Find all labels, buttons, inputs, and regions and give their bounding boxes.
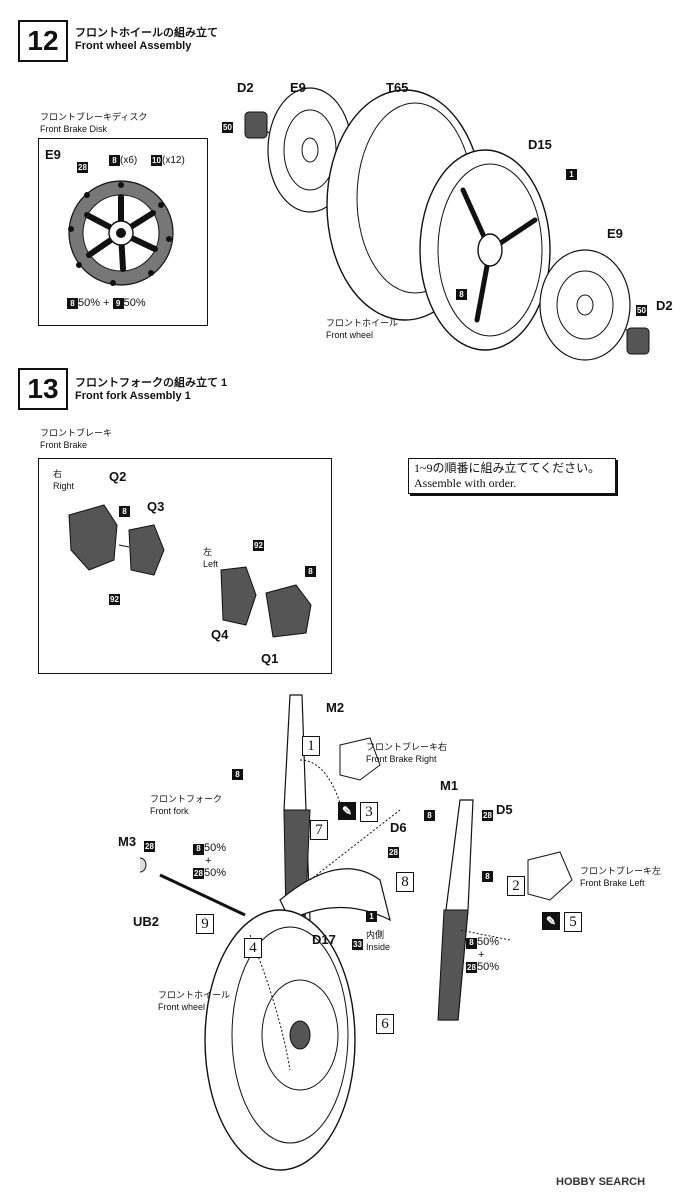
paint-d17: 1 xyxy=(366,906,377,924)
part-d5: D5 xyxy=(496,802,513,817)
brake-title-jp: フロントブレーキ xyxy=(40,428,113,438)
brush-icon-3: ✎ xyxy=(338,802,356,820)
part-q4: Q4 xyxy=(211,627,229,642)
step-13-title-en: Front fork Assembly 1 xyxy=(75,390,191,402)
part-t65: T65 xyxy=(386,80,409,95)
part-q1: Q1 xyxy=(261,651,279,666)
right-en: Right xyxy=(53,481,75,491)
part-d2-right: D2 xyxy=(656,298,673,313)
part-d15: D15 xyxy=(528,137,552,152)
seq-8: 8 xyxy=(396,872,414,892)
wheel2-en: Front wheel xyxy=(158,1002,206,1012)
seq-6: 6 xyxy=(376,1014,394,1034)
paint-q1: 8 xyxy=(305,561,316,579)
inside-jp: 内側 xyxy=(366,930,385,940)
right-jp: 右 xyxy=(53,469,63,479)
paint-m3: 28 xyxy=(144,841,155,852)
fork-label-en: Front fork xyxy=(150,806,189,816)
caliper-left-drawing xyxy=(220,566,312,638)
wheel2-jp: フロントホイール xyxy=(158,990,231,1000)
fork-label-jp: フロントフォーク xyxy=(150,794,223,804)
disk-title-jp: フロントブレーキディスク xyxy=(40,112,148,122)
paint-q2: 8 xyxy=(119,501,130,519)
disk-color-28: 28 xyxy=(77,162,88,173)
step-13-title-jp: フロントフォークの組み立て 1 xyxy=(75,377,228,389)
disk-color-10: 10(x12) xyxy=(151,155,185,166)
paint-d6: 28 xyxy=(388,847,399,858)
watermark: HOBBY SEARCH xyxy=(556,1176,646,1188)
part-q3: Q3 xyxy=(147,499,165,514)
fork-assembly-drawing xyxy=(140,694,573,1171)
part-d6: D6 xyxy=(390,820,407,835)
order-note: 1~9の順番に組み立ててください。 Assemble with order. xyxy=(408,458,616,494)
paint-50-right: 50 xyxy=(636,305,647,316)
paint-50-left: 50 xyxy=(222,122,233,133)
paint-m1-side: 8 xyxy=(482,866,493,884)
seq-1: 1 xyxy=(302,736,320,756)
brake-disk-drawing xyxy=(68,180,174,286)
disk-title-en: Front Brake Disk xyxy=(40,124,108,134)
step-12-title-jp: フロントホイールの組み立て xyxy=(75,27,218,39)
seq-2: 2 xyxy=(507,876,525,896)
left-jp: 左 xyxy=(203,547,213,557)
paint-inside: 33 xyxy=(352,939,363,950)
seq-3: 3 xyxy=(360,802,378,822)
wheel-label-jp: フロントホイール xyxy=(326,318,399,328)
paint-92-right: 92 xyxy=(109,594,120,605)
paint-m1-a: 8 xyxy=(424,805,435,823)
order-note-jp: 1~9の順番に組み立ててください。 xyxy=(414,461,601,475)
disk-part-label: E9 xyxy=(45,147,61,162)
part-d2-left: D2 xyxy=(237,80,254,95)
brake-title-en: Front Brake xyxy=(40,440,88,450)
part-m3: M3 xyxy=(118,834,137,849)
disk-color-8: 8(x6) xyxy=(109,155,137,166)
part-m1: M1 xyxy=(440,778,459,793)
step-12-number: 12 xyxy=(18,20,68,62)
part-m2: M2 xyxy=(326,700,345,715)
seq-5: 5 xyxy=(564,912,582,932)
part-d17: D17 xyxy=(312,932,336,947)
seq-7: 7 xyxy=(310,820,328,840)
part-e9-right: E9 xyxy=(607,226,623,241)
step-13-number: 13 xyxy=(18,368,68,410)
seq-9: 9 xyxy=(196,914,214,934)
order-note-en: Assemble with order. xyxy=(414,476,517,490)
paint-m1-b: 28 xyxy=(482,810,493,821)
paint-fork-left: 8 xyxy=(232,764,243,782)
brake-left-en: Front Brake Left xyxy=(580,878,645,888)
part-q2: Q2 xyxy=(109,469,127,484)
brake-right-en: Front Brake Right xyxy=(366,754,437,764)
step-12-title-en: Front wheel Assembly xyxy=(75,40,192,52)
part-ub2: UB2 xyxy=(133,914,160,929)
inside-en: Inside xyxy=(366,942,391,952)
paint-92-left: 92 xyxy=(253,540,264,551)
brake-right-jp: フロントブレーキ右 xyxy=(366,742,448,752)
part-e9-left: E9 xyxy=(290,80,306,95)
paint-hub: 8 xyxy=(456,284,467,302)
left-en: Left xyxy=(203,559,219,569)
brake-caliper-panel: 右 Right Q2 8 Q3 92 左 Left 92 8 Q4 Q1 xyxy=(38,458,332,674)
paint-d15: 1 xyxy=(566,164,577,182)
wheel-exploded-drawing xyxy=(244,87,650,361)
brake-left-jp: フロントブレーキ左 xyxy=(580,866,662,876)
wheel-label-en: Front wheel xyxy=(326,330,374,340)
caliper-right-drawing xyxy=(68,504,165,576)
seq-4: 4 xyxy=(244,938,262,958)
brush-icon-5: ✎ xyxy=(542,912,560,930)
